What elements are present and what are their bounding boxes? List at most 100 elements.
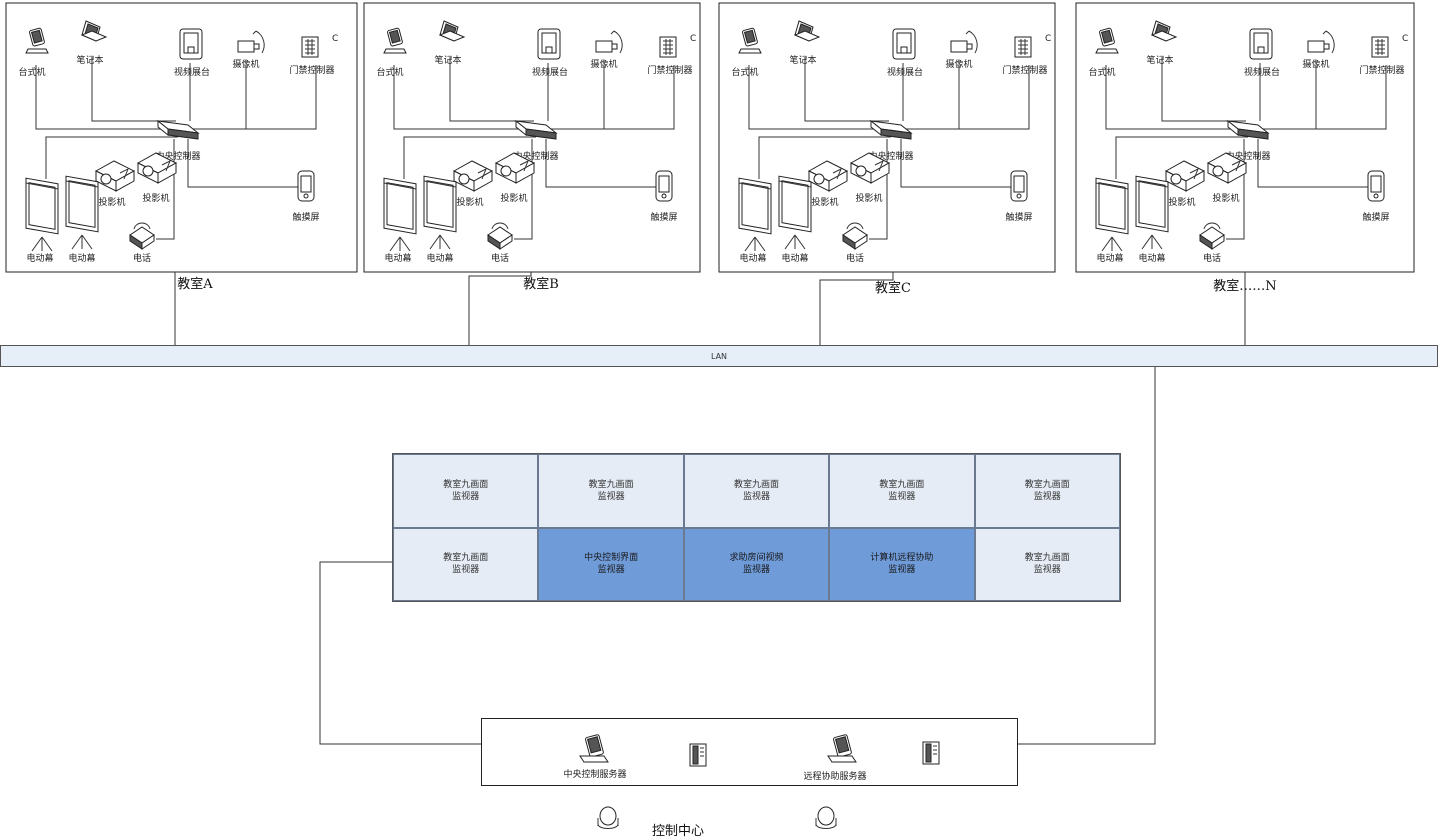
remote-server-label: 远程协助服务器 bbox=[803, 770, 866, 782]
camera-mark: C bbox=[1045, 34, 1051, 44]
projector1-label: 投影机 bbox=[1168, 196, 1195, 208]
touch-icon bbox=[655, 170, 673, 202]
monitor-cell-title: 求助房间视频 bbox=[729, 553, 784, 564]
monitor-cell: 教室九画面监视器 bbox=[683, 454, 830, 528]
central-server-icon bbox=[579, 733, 609, 763]
screen2-label: 电动幕 bbox=[68, 252, 95, 264]
server-tower-icon bbox=[922, 741, 940, 765]
monitor-cell-subtitle: 监视器 bbox=[1033, 491, 1061, 502]
lan-bar: LAN bbox=[0, 345, 1438, 367]
screen2-label: 电动幕 bbox=[426, 252, 453, 264]
projector2-label: 投影机 bbox=[1212, 192, 1239, 204]
screen1-label: 电动幕 bbox=[384, 252, 411, 264]
phone-label: 电话 bbox=[846, 252, 864, 264]
control-center-box: 中央控制服务器 远程协助服务器 bbox=[481, 718, 1018, 786]
classrooms: 台式机笔记本视频展台摄像机门禁控制器中央控制器投影机投影机触摸屏电动幕电动幕电话… bbox=[5, 2, 1415, 296]
touch-label: 触摸屏 bbox=[650, 211, 677, 223]
touch-label: 触摸屏 bbox=[292, 211, 319, 223]
monitor-cell-subtitle: 监视器 bbox=[597, 565, 625, 576]
classroom-box: 台式机笔记本视频展台摄像机门禁控制器中央控制器投影机投影机触摸屏电动幕电动幕电话… bbox=[1075, 2, 1415, 273]
monitor-cell: 教室九画面监视器 bbox=[393, 527, 539, 601]
device-cable bbox=[758, 136, 891, 179]
monitor-cell-subtitle: 监视器 bbox=[1033, 565, 1061, 576]
monitor-cell-title: 中央控制界面 bbox=[584, 553, 639, 564]
projector2-label: 投影机 bbox=[500, 192, 527, 204]
touch-icon bbox=[297, 170, 315, 202]
camera-label: 摄像机 bbox=[1302, 58, 1329, 70]
monitor-cell: 计算机远程协助监视器 bbox=[829, 527, 975, 601]
phone-label: 电话 bbox=[491, 252, 509, 264]
monitor-cell-title: 教室九画面 bbox=[1024, 553, 1070, 564]
monitor-cell: 教室九画面监视器 bbox=[974, 454, 1120, 528]
monitor-cell-subtitle: 监视器 bbox=[742, 565, 770, 576]
lan-label: LAN bbox=[710, 351, 728, 361]
monitor-cell: 教室九画面监视器 bbox=[974, 527, 1120, 601]
central-server-label: 中央控制服务器 bbox=[563, 768, 626, 780]
device-cable bbox=[1161, 57, 1246, 122]
touch-label: 触摸屏 bbox=[1362, 211, 1389, 223]
device-cable bbox=[545, 139, 658, 188]
device-cable bbox=[449, 57, 534, 122]
visualizer-icon bbox=[892, 28, 916, 60]
visualizer-label: 视频展台 bbox=[887, 66, 923, 78]
visualizer-label: 视频展台 bbox=[532, 66, 568, 78]
laptop-label: 笔记本 bbox=[789, 54, 816, 66]
control-center-devices: 中央控制服务器 远程协助服务器 bbox=[563, 733, 940, 782]
monitor-cell-title: 教室九画面 bbox=[443, 553, 489, 564]
monitor-wall: 教室九画面监视器教室九画面监视器教室九画面监视器教室九画面监视器教室九画面监视器… bbox=[392, 453, 1121, 602]
monitor-cell: 中央控制界面监视器 bbox=[538, 527, 684, 601]
screen1-label: 电动幕 bbox=[739, 252, 766, 264]
classroom-title: 教室A bbox=[177, 276, 213, 292]
door-icon bbox=[1014, 36, 1032, 58]
door-label: 门禁控制器 bbox=[1359, 64, 1404, 76]
classroom-title: 教室C bbox=[875, 280, 911, 296]
monitor-cell-title: 教室九画面 bbox=[443, 479, 489, 490]
monitor-cell-title: 教室九画面 bbox=[733, 479, 779, 490]
laptop-label: 笔记本 bbox=[76, 54, 103, 66]
visualizer-icon bbox=[179, 28, 203, 60]
monitor-cell-subtitle: 监视器 bbox=[597, 491, 625, 502]
screen2-label: 电动幕 bbox=[781, 252, 808, 264]
touch-icon bbox=[1010, 170, 1028, 202]
door-label: 门禁控制器 bbox=[289, 64, 334, 76]
monitor-cell-title: 教室九画面 bbox=[588, 479, 634, 490]
projector1-label: 投影机 bbox=[811, 196, 838, 208]
device-cable bbox=[1115, 136, 1248, 179]
monitor-cell-subtitle: 监视器 bbox=[742, 491, 770, 502]
phone-label: 电话 bbox=[1203, 252, 1221, 264]
desktop-label: 台式机 bbox=[18, 66, 45, 78]
lan-connections bbox=[174, 272, 1246, 745]
monitor-cell-title: 计算机远程协助 bbox=[870, 553, 934, 564]
door-icon bbox=[301, 36, 319, 58]
classroom-box: 台式机笔记本视频展台摄像机门禁控制器中央控制器投影机投影机触摸屏电动幕电动幕电话… bbox=[718, 2, 1056, 273]
monitor-cell-title: 教室九画面 bbox=[1024, 479, 1070, 490]
desktop-label: 台式机 bbox=[376, 66, 403, 78]
visualizer-label: 视频展台 bbox=[1244, 66, 1280, 78]
camera-label: 摄像机 bbox=[232, 58, 259, 70]
monitor-cell-subtitle: 监视器 bbox=[888, 565, 916, 576]
projector2-label: 投影机 bbox=[142, 192, 169, 204]
monitor-cell: 教室九画面监视器 bbox=[538, 454, 684, 528]
camera-mark: C bbox=[690, 34, 696, 44]
device-cable bbox=[804, 57, 889, 122]
camera-label: 摄像机 bbox=[590, 58, 617, 70]
visualizer-icon bbox=[537, 28, 561, 60]
server-tower-icon bbox=[689, 743, 707, 767]
phone-label: 电话 bbox=[133, 252, 151, 264]
door-label: 门禁控制器 bbox=[647, 64, 692, 76]
device-cable bbox=[45, 136, 178, 179]
monitor-cell: 教室九画面监视器 bbox=[829, 454, 975, 528]
camera-mark: C bbox=[332, 34, 338, 44]
device-cable bbox=[403, 136, 536, 179]
touch-label: 触摸屏 bbox=[1005, 211, 1032, 223]
touch-icon bbox=[1367, 170, 1385, 202]
door-label: 门禁控制器 bbox=[1002, 64, 1047, 76]
monitor-cell-title: 教室九画面 bbox=[879, 479, 925, 490]
screen2-label: 电动幕 bbox=[1138, 252, 1165, 264]
device-cable bbox=[91, 57, 176, 122]
laptop-label: 笔记本 bbox=[1146, 54, 1173, 66]
visualizer-label: 视频展台 bbox=[174, 66, 210, 78]
projector2-label: 投影机 bbox=[855, 192, 882, 204]
projector1-label: 投影机 bbox=[98, 196, 125, 208]
